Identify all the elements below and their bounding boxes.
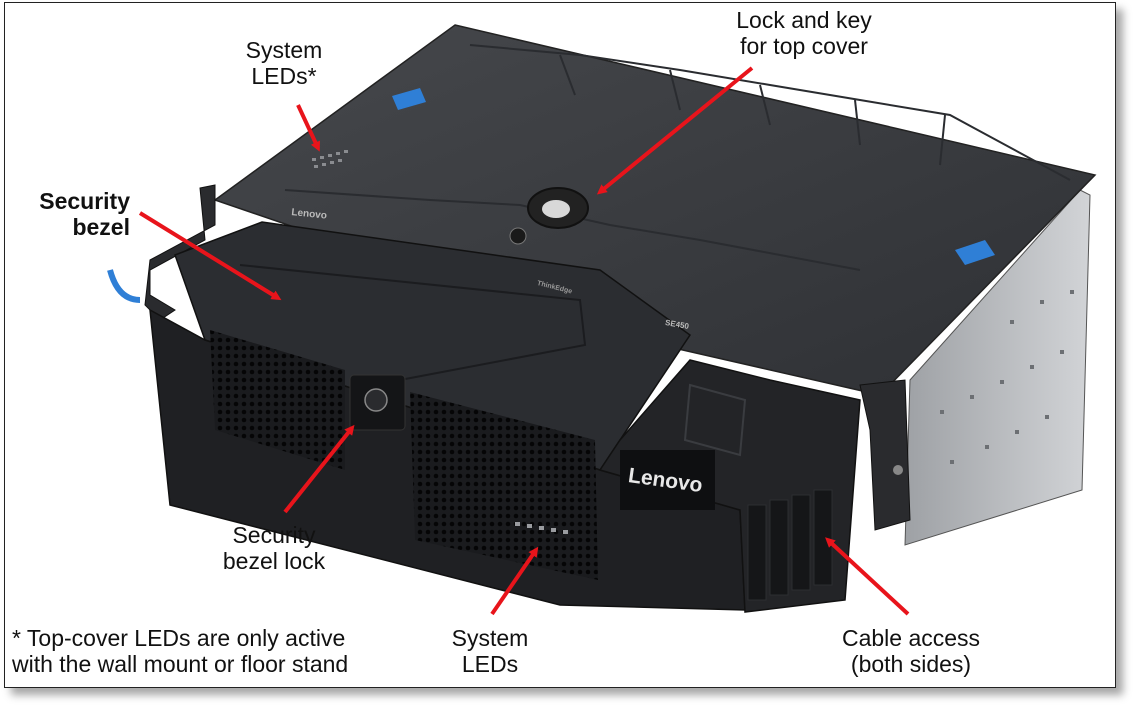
label-cable-access-line1: Cable access bbox=[841, 625, 981, 651]
top-cover-key bbox=[542, 200, 570, 218]
label-system-leds-top-line1: System bbox=[245, 37, 323, 63]
label-bezel-lock-line2: bezel lock bbox=[222, 548, 326, 574]
front-vent-mesh-right bbox=[410, 392, 598, 580]
top-lock-cylinder bbox=[509, 227, 527, 245]
footnote-line2: with the wall mount or floor stand bbox=[12, 651, 349, 677]
label-lock-key-line1: Lock and key bbox=[736, 7, 872, 33]
handle-latch-left bbox=[107, 269, 141, 303]
label-system-leds-front-line2: LEDs bbox=[461, 651, 519, 677]
front-logo-plate bbox=[620, 450, 715, 510]
label-bezel-lock-line1: Security bbox=[232, 522, 316, 548]
label-system-leds-top: System LEDs* bbox=[234, 37, 334, 89]
rack-ear-right bbox=[859, 379, 911, 531]
cable-access-opening bbox=[747, 489, 833, 601]
label-bezel-lock: Security bezel lock bbox=[210, 522, 338, 574]
rack-ear-screw bbox=[893, 465, 903, 475]
front-led-strip bbox=[515, 522, 568, 534]
arrow-lock-key bbox=[596, 66, 754, 195]
top-cover-panels bbox=[284, 44, 1071, 271]
label-system-leds-front-line1: System bbox=[451, 625, 529, 651]
callout-arrows bbox=[138, 66, 910, 616]
label-system-leds-front: System LEDs bbox=[440, 625, 540, 677]
arrow-security-bezel bbox=[138, 211, 282, 301]
footnote-line1: * Top-cover LEDs are only active bbox=[12, 625, 346, 651]
chassis-top-cover bbox=[213, 24, 1097, 396]
footnote: * Top-cover LEDs are only active with th… bbox=[12, 625, 348, 677]
bezel-lock bbox=[364, 388, 388, 412]
top-latch-right bbox=[955, 240, 995, 265]
label-lock-key: Lock and key for top cover bbox=[716, 7, 892, 59]
arrow-system-leds-top bbox=[296, 104, 321, 152]
arrow-cable-access bbox=[825, 537, 910, 616]
label-security-bezel: Security bezel bbox=[20, 188, 130, 240]
top-cover-led-strip bbox=[312, 150, 348, 168]
top-latch-left bbox=[392, 88, 426, 110]
label-cable-access: Cable access (both sides) bbox=[826, 625, 996, 677]
label-security-bezel-line1: Security bbox=[39, 188, 130, 214]
front-vent-mesh-left bbox=[210, 330, 345, 470]
label-system-leds-top-line2: LEDs* bbox=[251, 63, 317, 89]
label-cable-access-line2: (both sides) bbox=[850, 651, 972, 677]
side-vent-holes bbox=[940, 290, 1074, 464]
bezel-panel-line bbox=[239, 264, 587, 381]
arrow-bezel-lock bbox=[283, 424, 355, 514]
io-module-panel bbox=[683, 383, 747, 457]
label-security-bezel-line2: bezel bbox=[72, 214, 130, 240]
label-lock-key-line2: for top cover bbox=[740, 33, 868, 59]
arrow-system-leds-front bbox=[490, 546, 539, 616]
chassis-side-panel bbox=[904, 189, 1091, 546]
